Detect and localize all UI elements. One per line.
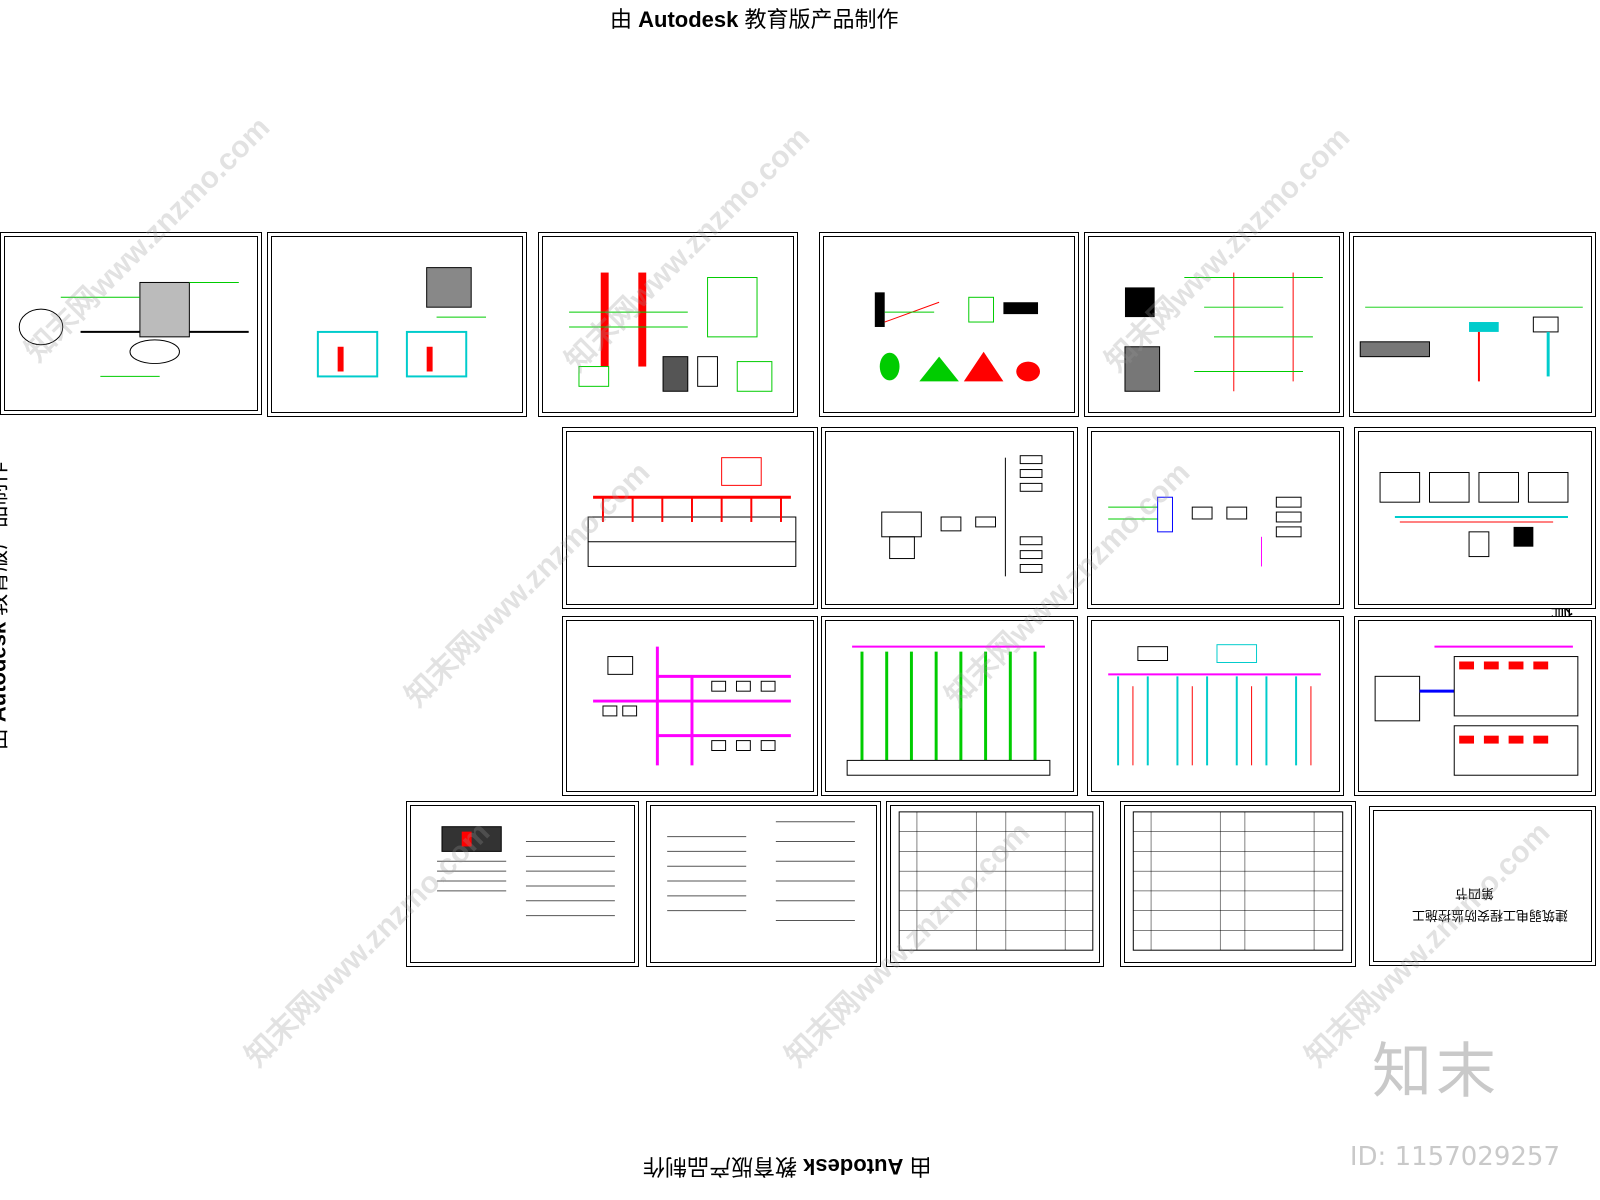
sheet-graphic <box>1108 496 1302 567</box>
autodesk-stamp-left: 由 Autodesk 教育版产品制作 <box>0 461 11 751</box>
drawing-sheet-r1-1[interactable] <box>0 232 262 415</box>
drawing-sheet-r2-3[interactable] <box>1087 427 1344 609</box>
sheet-graphic <box>593 646 791 766</box>
drawing-sheet-r2-4[interactable] <box>1354 427 1596 609</box>
drawing-sheet-r4-2[interactable] <box>646 801 881 967</box>
cover-title: 第四节 <box>1455 886 1495 901</box>
sheet-graphic <box>1124 272 1323 392</box>
sheet-graphic <box>1108 644 1321 766</box>
sheet-graphic <box>1132 811 1344 951</box>
sheet-graphic <box>1359 306 1583 382</box>
cover-subtitle: 建筑弱电工程安防监控施工 <box>1412 908 1569 923</box>
sheet-graphic <box>898 811 1094 951</box>
autodesk-stamp-bottom: 由 Autodesk 教育版产品制作 <box>643 1154 932 1179</box>
sheet-graphic <box>437 826 615 917</box>
drawing-sheet-r1-4[interactable] <box>819 232 1079 417</box>
drawing-sheet-r3-3[interactable] <box>1087 616 1344 796</box>
sheet-graphic <box>587 457 797 567</box>
sheet-graphic <box>846 645 1051 776</box>
drawing-sheet-r3-4[interactable] <box>1354 616 1596 796</box>
drawing-sheet-r2-1[interactable] <box>562 427 818 609</box>
cover-sheet[interactable]: 第四节 建筑弱电工程安防监控施工 <box>1369 806 1596 966</box>
sheet-graphic <box>316 267 487 378</box>
drawing-sheet-r4-4[interactable] <box>1120 801 1356 967</box>
drawing-sheet-r4-1[interactable] <box>406 801 639 967</box>
sheet-graphic <box>874 292 1041 382</box>
sheet-graphic <box>1379 472 1569 558</box>
drawing-sheet-r3-2[interactable] <box>821 616 1078 796</box>
brand-logo: 知末 <box>1372 1038 1500 1105</box>
drawing-sheet-r1-2[interactable] <box>267 232 527 417</box>
sheet-graphic <box>881 455 1043 577</box>
drawing-sheet-r4-3[interactable] <box>886 801 1104 967</box>
sheet-graphic <box>1374 645 1579 776</box>
autodesk-stamp-top: 由 Autodesk 教育版产品制作 <box>610 7 899 32</box>
drawing-sheet-r1-6[interactable] <box>1349 232 1596 417</box>
drawing-sheet-r1-3[interactable] <box>538 232 798 417</box>
image-id: ID: 1157029257 <box>1349 1142 1560 1172</box>
sheet-graphic <box>569 272 773 392</box>
sheet-graphic <box>18 281 249 377</box>
drawing-sheet-r2-2[interactable] <box>821 427 1078 609</box>
drawing-sheet-r3-1[interactable] <box>562 616 818 796</box>
drawing-sheet-r1-5[interactable] <box>1084 232 1344 417</box>
sheet-graphic <box>667 821 855 922</box>
